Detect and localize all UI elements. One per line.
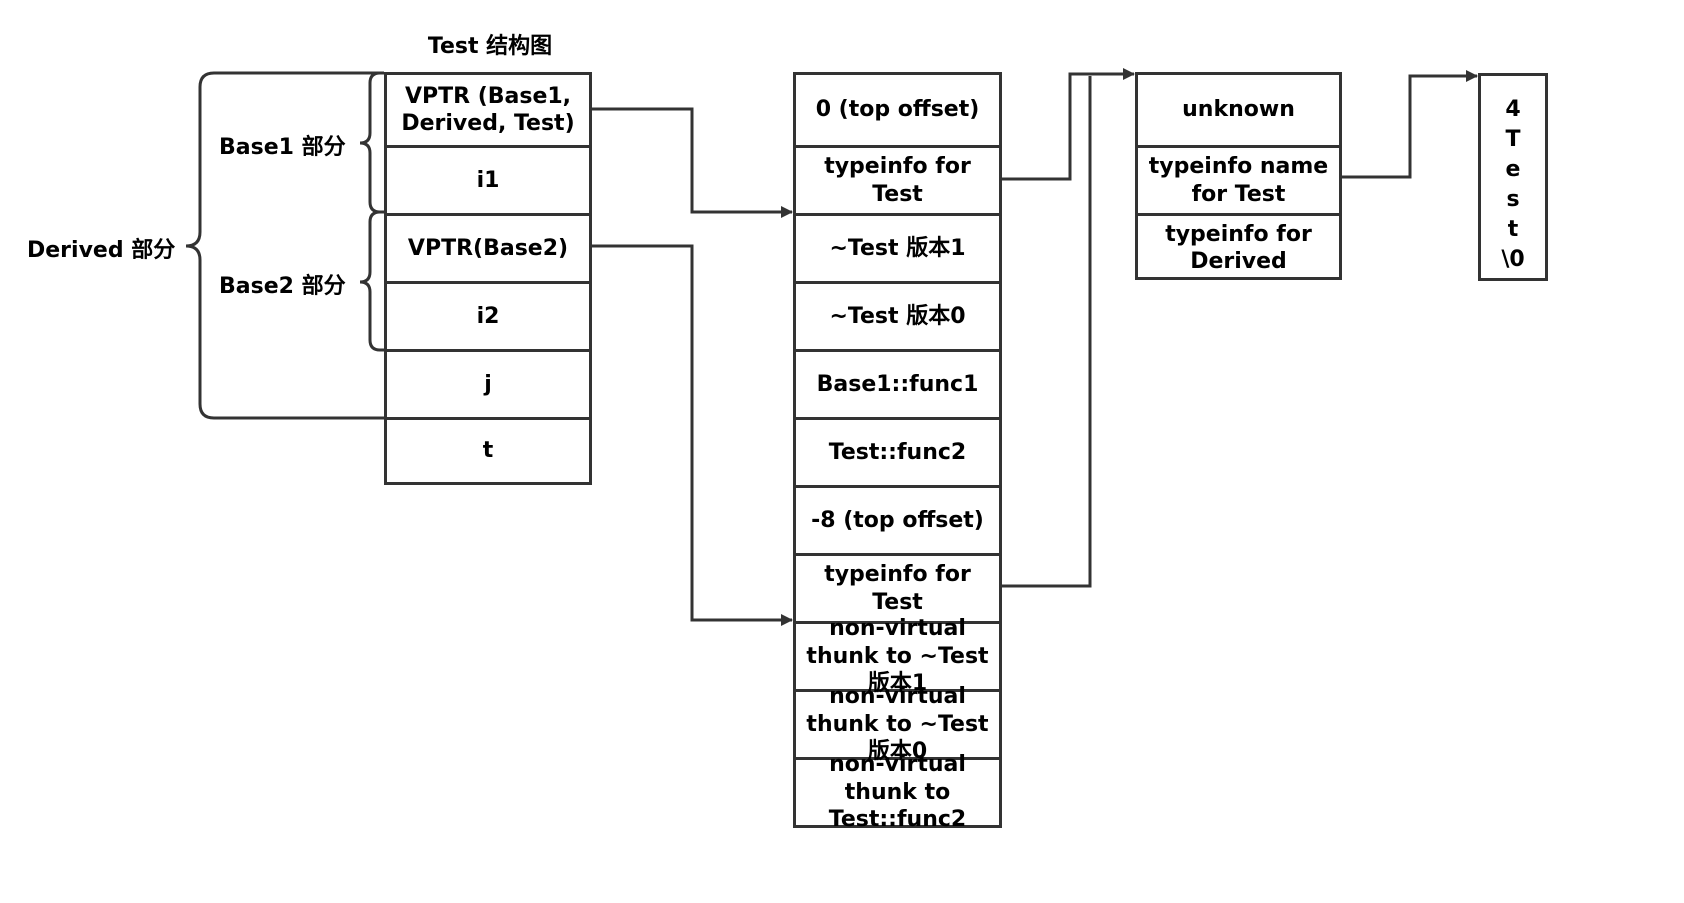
object-cell-j: j xyxy=(387,349,589,417)
type-name-char: 4 xyxy=(1505,97,1521,122)
vtable-cell-dtor-v0: ~Test 版本0 xyxy=(796,281,999,349)
vptr-base2-arrow xyxy=(592,244,793,626)
object-cell-i1: i1 xyxy=(387,145,589,213)
type-name-char: s xyxy=(1506,187,1520,212)
base2-brace xyxy=(359,210,384,352)
derived-part-label: Derived 部分 xyxy=(27,238,176,263)
typeinfo1-arrow xyxy=(1002,68,1135,181)
object-cell-vptr-base2: VPTR(Base2) xyxy=(387,213,589,281)
vtable-cell-typeinfo-2: typeinfo for Test xyxy=(796,553,999,621)
type-name-char: T xyxy=(1505,127,1521,152)
derived-brace xyxy=(185,71,384,420)
typeinfo-cell-unknown: unknown xyxy=(1182,97,1295,123)
type-name-box xyxy=(1478,73,1548,281)
base1-part-label: Base1 部分 xyxy=(219,135,346,160)
object-cell-vptr-base1: VPTR (Base1, Derived, Test) xyxy=(401,83,575,137)
vtable-cell-thunk-dtor-v0: non-virtual thunk to ~Test 版本0 xyxy=(796,684,999,764)
typeinfo-box: unknown typeinfo name for Test typeinfo … xyxy=(1135,72,1342,280)
type-name-char: t xyxy=(1507,217,1519,242)
vptr-base1-arrow xyxy=(592,107,793,218)
object-layout-box: VPTR (Base1, Derived, Test) i1 VPTR(Base… xyxy=(384,72,592,485)
vtable-cell-test-func2: Test::func2 xyxy=(796,417,999,485)
typeinfo-cell-derived: typeinfo for Derived xyxy=(1138,213,1339,280)
base2-part-label: Base2 部分 xyxy=(219,274,346,299)
object-cell-i2: i2 xyxy=(387,281,589,349)
vtable-cell-dtor-v1: ~Test 版本1 xyxy=(796,213,999,281)
object-cell-t: t xyxy=(387,417,589,482)
typeinfo2-arrow xyxy=(1002,76,1092,588)
vtable-cell-thunk-func2: non-virtual thunk to Test::func2 xyxy=(796,752,999,832)
vtable-cell-top-offset-0: 0 (top offset) xyxy=(815,97,980,123)
vtable-cell-thunk-dtor-v1: non-virtual thunk to ~Test 版本1 xyxy=(796,616,999,696)
typeinfo-cell-name: typeinfo name for Test xyxy=(1138,145,1339,213)
typeinfo-name-arrow xyxy=(1342,70,1478,179)
type-name-string: 4 T e s t \0 xyxy=(1481,95,1545,275)
type-name-char: \0 xyxy=(1501,247,1525,272)
base1-brace xyxy=(359,71,384,214)
type-name-char: e xyxy=(1505,157,1521,182)
vtable-cell-typeinfo-1: typeinfo for Test xyxy=(796,145,999,213)
vtable-cell-top-offset-minus8: -8 (top offset) xyxy=(796,485,999,553)
diagram-title: Test 结构图 xyxy=(427,34,553,59)
vtable-box: 0 (top offset) typeinfo for Test ~Test 版… xyxy=(793,72,1002,832)
vtable-cell-base1-func1: Base1::func1 xyxy=(796,349,999,417)
